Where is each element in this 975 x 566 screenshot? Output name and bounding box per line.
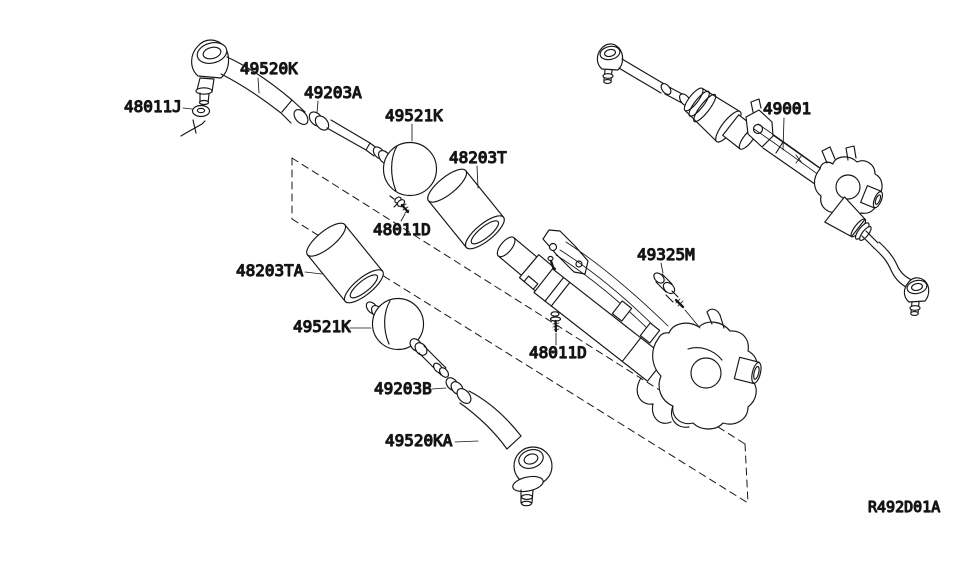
- bolt-48011D-top-drawing: [389, 195, 410, 214]
- callout-49325M[interactable]: 49325M: [636, 244, 695, 274]
- part-label-49001[interactable]: 49001: [762, 98, 811, 118]
- inner-socket-bottom-drawing: [365, 297, 450, 378]
- part-label-49520K[interactable]: 49520K: [239, 58, 298, 78]
- gear-housing-drawing: [496, 229, 762, 430]
- outer-tie-rod-right-drawing: [456, 388, 553, 507]
- nut-48011J-drawing: [191, 104, 211, 118]
- part-label-49521K-bottom[interactable]: 49521K: [292, 316, 351, 336]
- kit-boundary-dashed-outline: [291, 157, 749, 504]
- callout-48203TA[interactable]: 48203TA: [235, 260, 323, 281]
- part-label-48011D-top[interactable]: 48011D: [372, 219, 431, 239]
- callout-49001[interactable]: 49001: [762, 98, 812, 151]
- part-label-49521K-top[interactable]: 49521K: [384, 105, 443, 125]
- steering-gear-assembly-drawing: [596, 43, 930, 316]
- part-label-48203TA[interactable]: 48203TA: [235, 260, 304, 280]
- callout-49521K-bottom[interactable]: 49521K: [292, 316, 372, 337]
- boot-48203TA-drawing: [306, 222, 384, 304]
- outer-tie-rod-left-drawing: [191, 39, 309, 125]
- part-label-49203A[interactable]: 49203A: [303, 82, 362, 102]
- diagram-ref-code: R492D01A: [868, 498, 940, 516]
- cotter-pin-drawing: [180, 119, 206, 137]
- part-label-48203T[interactable]: 48203T: [448, 147, 507, 167]
- spacer-49203A-drawing: [308, 111, 330, 131]
- inner-socket-top-drawing: [326, 119, 438, 197]
- callout-49203B[interactable]: 49203B: [373, 378, 447, 399]
- part-label-48011J[interactable]: 48011J: [123, 96, 182, 116]
- callout-48203T[interactable]: 48203T: [448, 147, 508, 189]
- part-label-48011D-mid[interactable]: 48011D: [528, 342, 587, 362]
- part-label-49203B[interactable]: 49203B: [373, 378, 432, 398]
- bolt-48011D-mid-drawing: [549, 311, 562, 333]
- callout-48011D-top[interactable]: 48011D: [372, 213, 431, 240]
- callout-49203A[interactable]: 49203A: [303, 82, 363, 114]
- part-label-49520KA[interactable]: 49520KA: [384, 430, 453, 450]
- callout-48011D-mid[interactable]: 48011D: [528, 332, 587, 363]
- callout-48011J[interactable]: 48011J: [123, 96, 193, 117]
- boot-48203T-drawing: [427, 168, 505, 250]
- callout-49520KA[interactable]: 49520KA: [384, 430, 479, 451]
- callout-49521K-top[interactable]: 49521K: [384, 105, 444, 142]
- sensor-49325M-drawing: [653, 272, 701, 329]
- callout-49520K[interactable]: 49520K: [239, 58, 299, 94]
- part-label-49325M[interactable]: 49325M: [636, 244, 695, 264]
